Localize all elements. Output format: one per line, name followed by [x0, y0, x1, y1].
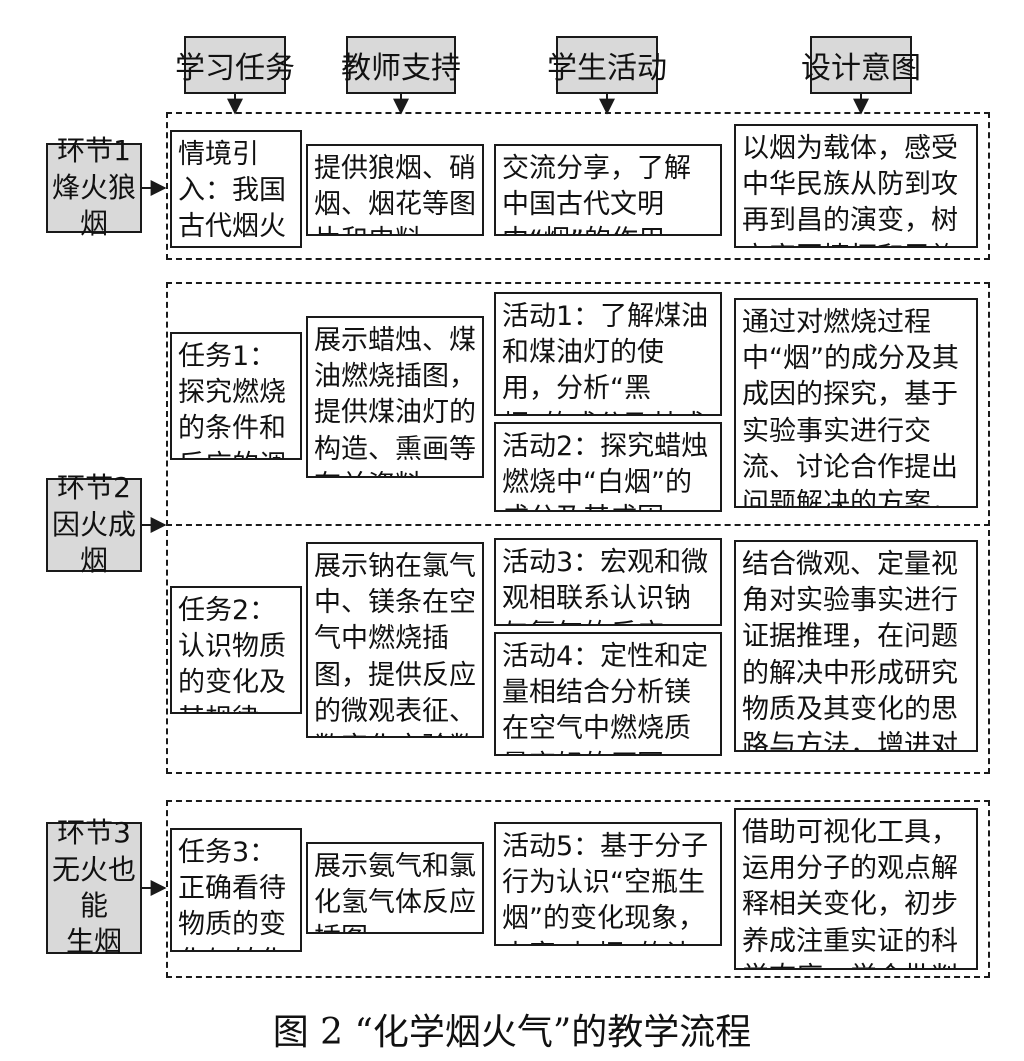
- stage-3-title-cont: 生烟: [65, 925, 122, 959]
- header-teacher-support: 教师支持: [341, 36, 461, 94]
- row3-student-activity: 活动5：基于分子行为认识“空瓶生烟”的变化现象，丰富对“烟”的认识。: [494, 822, 722, 946]
- row2b-activity-3: 活动3：宏观和微观相联系认识钠与氯气的反应。: [494, 538, 722, 626]
- row2a-activity-2: 活动2：探究蜡烛燃烧中“白烟”的成分及其成因。: [494, 422, 722, 512]
- figure-caption: 图 2 “化学烟火气”的教学流程: [272, 1012, 752, 1053]
- row2b-task: 任务2：认识物质的变化及其规律: [170, 586, 302, 714]
- group-stage-2-divider: [166, 524, 990, 526]
- row3-design-intent: 借助可视化工具，运用分子的观点解释相关变化，初步养成注重实证的科学态度，学会批判…: [734, 808, 978, 970]
- stage-3-number: 环节3: [57, 816, 131, 850]
- row1-student-activity: 交流分享，了解中国古代文明中“烟”的作用。: [494, 144, 722, 236]
- row2b-design-intent: 结合微观、定量视角对实验事实进行证据推理，在问题的解决中形成研究物质及其变化的思…: [734, 540, 978, 752]
- group-stage-3: [166, 800, 990, 978]
- row3-teacher-support: 展示氨气和氯化氢气体反应插图。: [306, 842, 484, 934]
- row1-design-intent: 以烟为载体，感受中华民族从防到攻再到昌的演变，树立家国情怀和民族自信。: [734, 124, 978, 248]
- row2b-activity-4: 活动4：定性和定量相结合分析镁在空气中燃烧质量变轻的原因。: [494, 632, 722, 756]
- row2a-teacher-support: 展示蜡烛、煤油燃烧插图，提供煤油灯的构造、熏画等有关资料。: [306, 316, 484, 478]
- stage-1-box: 环节1 烽火狼烟: [46, 134, 142, 240]
- row2a-design-intent: 通过对燃烧过程中“烟”的成分及其成因的探究，基于实验事实进行交流、讨论合作提出问…: [734, 298, 978, 508]
- row2a-task: 任务1：探究燃烧的条件和反应的调控: [170, 332, 302, 460]
- row1-teacher-support: 提供狼烟、硝烟、烟花等图片和史料: [306, 144, 484, 236]
- stage-3-box: 环节3 无火也能 生烟: [46, 816, 142, 958]
- row3-task: 任务3：正确看待物质的变化与转化: [170, 828, 302, 952]
- group-stage-1: [166, 112, 990, 260]
- header-design-intent: 设计意图: [801, 36, 921, 94]
- header-learning-task: 学习任务: [175, 36, 295, 94]
- stage-1-number: 环节1: [57, 134, 131, 168]
- row1-task: 情境引入：我国古代烟火的应用: [170, 130, 302, 248]
- group-stage-2: [166, 282, 990, 774]
- stage-2-number: 环节2: [57, 471, 131, 505]
- stage-2-title: 因火成烟: [51, 507, 136, 578]
- header-student-activity: 学生活动: [547, 36, 667, 94]
- stage-1-title: 烽火狼烟: [51, 170, 136, 241]
- stage-2-box: 环节2 因火成烟: [46, 471, 142, 577]
- row2b-teacher-support: 展示钠在氯气中、镁条在空气中燃烧插图，提供反应的微观表征、数字化实验数据等资料。: [306, 542, 484, 738]
- stage-3-title: 无火也能: [51, 852, 136, 922]
- row2a-activity-1: 活动1：了解煤油和煤油灯的使用，分析“黑烟”的成分及其成因。: [494, 292, 722, 416]
